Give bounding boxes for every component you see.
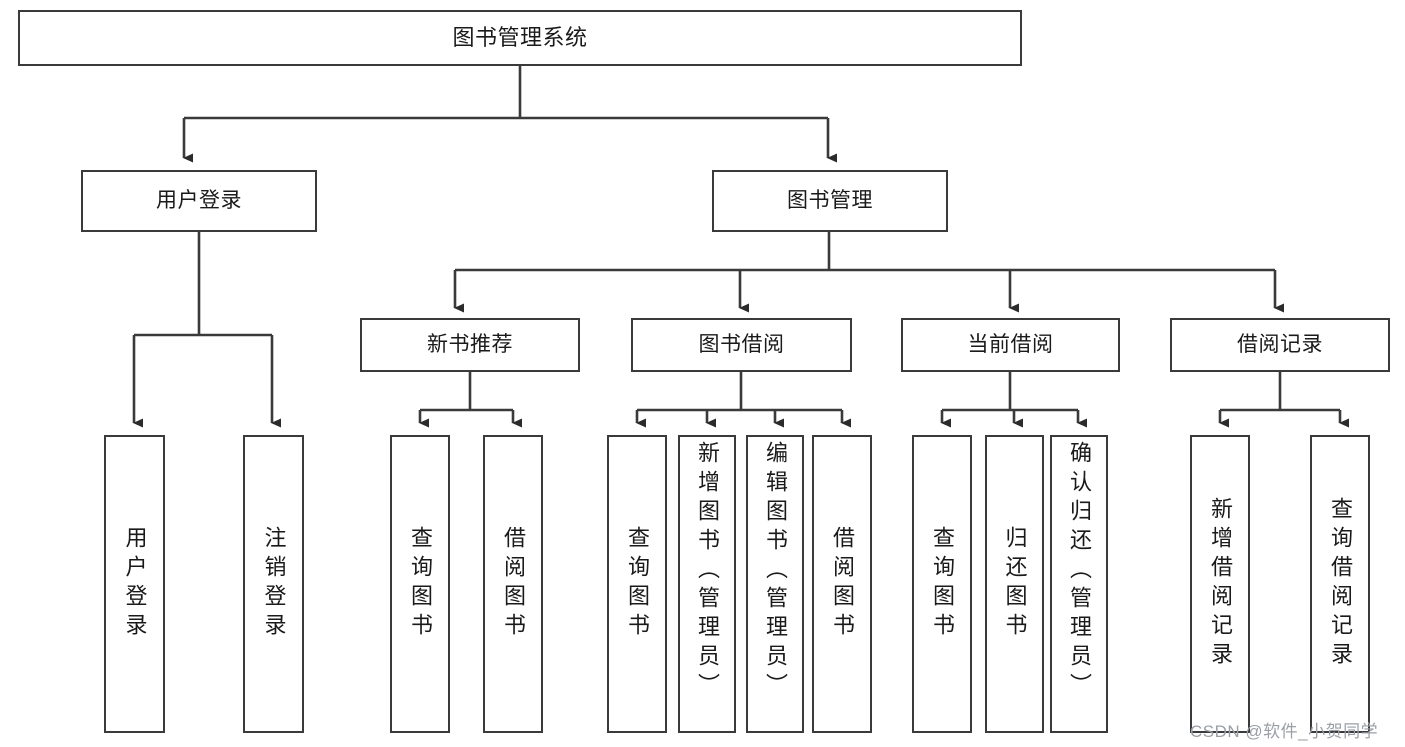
node-label: 用户登录: [156, 189, 242, 213]
node-borrow-record[interactable]: 借阅记录: [1170, 318, 1390, 372]
node-new-book-recommend[interactable]: 新书推荐: [360, 318, 580, 372]
node-label: 当前借阅: [967, 333, 1054, 357]
leaf-book-borrow-query[interactable]: 查询图书: [607, 435, 667, 733]
node-label: 归还图书: [1002, 526, 1028, 642]
node-label: 用户登录: [122, 526, 148, 642]
node-label: 借阅图书: [830, 526, 855, 642]
node-label: 查询图书: [930, 526, 955, 642]
csdn-watermark: CSDN @软件_小贺同学: [1190, 722, 1379, 741]
node-label: 查询借阅记录: [1328, 497, 1353, 671]
node-label: 图书管理系统: [452, 24, 588, 50]
node-label: 新书推荐: [427, 333, 513, 357]
node-current-borrow[interactable]: 当前借阅: [901, 318, 1120, 372]
leaf-current-borrow-return[interactable]: 归还图书: [985, 435, 1044, 733]
leaf-new-book-query[interactable]: 查询图书: [390, 435, 450, 733]
node-label: 借阅记录: [1237, 333, 1323, 357]
leaf-user-login-logout[interactable]: 注销登录: [243, 435, 304, 733]
node-label: 借阅图书: [501, 526, 526, 642]
leaf-new-book-borrow[interactable]: 借阅图书: [483, 435, 543, 733]
node-book-borrow[interactable]: 图书借阅: [631, 318, 852, 372]
leaf-user-login-login[interactable]: 用户登录: [104, 435, 165, 733]
leaf-book-borrow-edit[interactable]: 编辑图书（管理员）: [746, 435, 804, 733]
node-label: 确认归还（管理员）: [1067, 441, 1092, 702]
leaf-borrow-record-add[interactable]: 新增借阅记录: [1190, 435, 1250, 733]
node-label: 注销登录: [261, 526, 287, 642]
node-label: 编辑图书（管理员）: [763, 441, 788, 702]
node-book-management[interactable]: 图书管理: [712, 170, 948, 232]
leaf-book-borrow-borrow[interactable]: 借阅图书: [812, 435, 872, 733]
node-label: 查询图书: [625, 526, 650, 642]
node-label: 新增借阅记录: [1208, 497, 1233, 671]
leaf-borrow-record-query[interactable]: 查询借阅记录: [1310, 435, 1370, 733]
node-label: 查询图书: [408, 526, 433, 642]
node-label: 图书借阅: [698, 333, 785, 357]
node-label: 新增图书（管理员）: [695, 441, 720, 702]
leaf-book-borrow-add[interactable]: 新增图书（管理员）: [678, 435, 736, 733]
node-user-login[interactable]: 用户登录: [81, 170, 317, 232]
leaf-current-borrow-query[interactable]: 查询图书: [912, 435, 972, 733]
node-label: 图书管理: [787, 189, 873, 213]
node-root-system[interactable]: 图书管理系统: [18, 10, 1022, 66]
leaf-current-borrow-confirm-return[interactable]: 确认归还（管理员）: [1050, 435, 1108, 733]
